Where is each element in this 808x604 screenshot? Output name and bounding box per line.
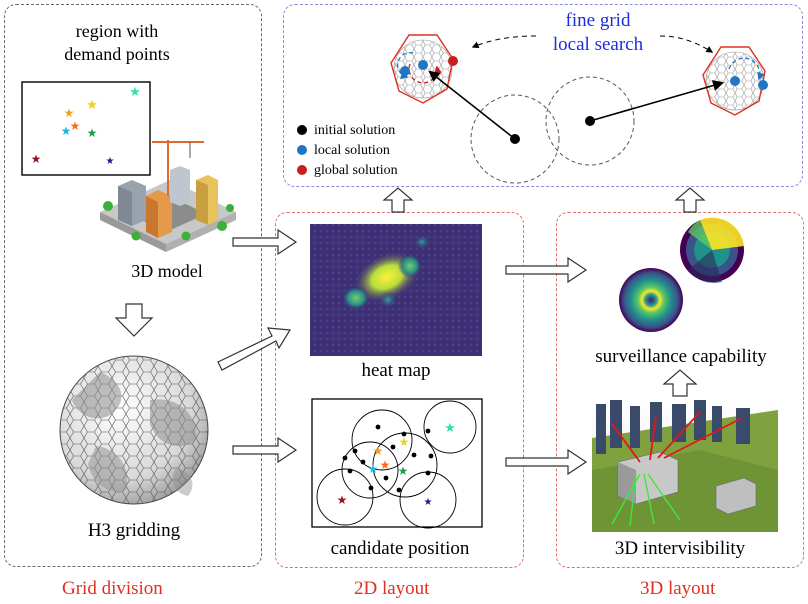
demand-star-icon: ★ <box>87 126 98 140</box>
right-arrow-icon <box>505 448 588 476</box>
up-arrow-icon <box>674 187 706 213</box>
up-arrow-icon <box>662 369 698 397</box>
grid-division-panel <box>4 4 262 567</box>
section-2d-layout: 2D layout <box>354 578 430 599</box>
intervisibility-3d-label: 3D intervisibility <box>614 538 746 559</box>
legend-item-local: local solution <box>297 143 390 159</box>
local-search-illustration <box>390 34 768 184</box>
heat-map-illustration <box>310 224 482 356</box>
demand-star-icon: ★ <box>31 152 42 166</box>
svg-text:★: ★ <box>398 464 409 478</box>
svg-text:★: ★ <box>373 444 384 458</box>
svg-text:★: ★ <box>399 435 410 449</box>
demand-star-icon: ★ <box>129 84 141 99</box>
demand-star-icon: ★ <box>64 106 75 120</box>
section-grid-division: Grid division <box>62 578 163 599</box>
heat-map-label: heat map <box>361 360 431 381</box>
svg-text:★: ★ <box>380 458 391 472</box>
diagonal-arrow-icon <box>217 327 292 371</box>
region-map: ★ ★ ★ ★ ★ ★ ★ ★ <box>21 81 151 176</box>
svg-text:★: ★ <box>337 493 348 507</box>
city-3d-model-illustration <box>100 140 236 252</box>
fine-grid-label: fine grid <box>565 10 631 31</box>
region-title-line2: demand points <box>64 44 170 64</box>
right-arrow-icon <box>232 436 298 464</box>
candidate-position-label: candidate position <box>330 538 470 559</box>
layout-3d-panel <box>556 212 804 568</box>
demand-star-icon: ★ <box>106 156 115 167</box>
model-3d-label: 3D model <box>131 261 203 281</box>
candidate-position-illustration: ★ ★ ★ ★ ★ ★ ★ ★ <box>311 398 483 529</box>
h3-gridding-label: H3 gridding <box>87 520 181 541</box>
local-search-label: local search <box>552 34 644 55</box>
surveillance-capability-label: surveillance capability <box>595 346 767 367</box>
svg-text:★: ★ <box>368 462 379 476</box>
surveillance-capability-illustration <box>619 217 744 332</box>
region-title-line1: region with <box>75 21 159 41</box>
right-arrow-icon <box>232 228 298 256</box>
initial-solution-dot-icon <box>297 125 307 135</box>
svg-text:★: ★ <box>444 420 456 435</box>
legend-item-global: global solution <box>297 163 398 179</box>
global-solution-dot-icon <box>297 165 307 175</box>
legend-item-initial: initial solution <box>297 123 395 139</box>
h3-sphere-illustration <box>59 355 209 505</box>
intervisibility-3d-illustration <box>592 398 778 532</box>
up-arrow-icon <box>382 187 414 213</box>
demand-star-icon: ★ <box>70 119 81 133</box>
right-arrow-icon <box>505 256 588 284</box>
local-search-panel <box>283 4 803 187</box>
demand-star-icon: ★ <box>86 97 98 112</box>
local-solution-dot-icon <box>297 145 307 155</box>
down-arrow-icon <box>114 303 154 337</box>
demand-star-icon: ★ <box>61 124 72 138</box>
section-3d-layout: 3D layout <box>640 578 716 599</box>
svg-text:★: ★ <box>424 497 433 508</box>
